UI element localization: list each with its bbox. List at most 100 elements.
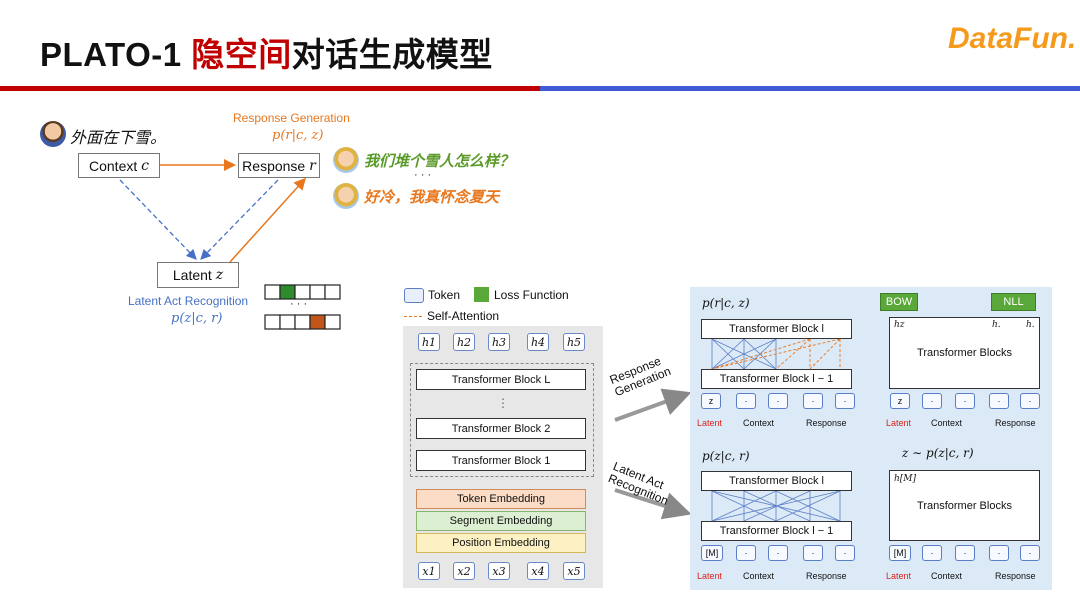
gen-panel-formula: p(r|c, z) — [702, 296, 750, 310]
position-embedding: Position Embedding — [416, 533, 586, 553]
rec2-response-label: Response — [995, 571, 1036, 581]
reply-2: 好冷，我真怀念夏天 — [364, 189, 500, 206]
onehot-ellipsis: · · · — [290, 298, 308, 310]
transformer-stack-outline — [410, 363, 594, 477]
loss-legend-icon — [474, 287, 489, 302]
nll-resp-token-1: · — [989, 393, 1009, 409]
token-embedding: Token Embedding — [416, 489, 586, 509]
latent-var: z — [215, 267, 224, 283]
context-var: c — [141, 157, 149, 174]
segment-embedding: Segment Embedding — [416, 511, 586, 531]
rec-formula: p(z|c, r) — [171, 311, 223, 326]
bow-loss: BOW — [880, 293, 918, 311]
rec-label: Latent Act Recognition — [128, 294, 249, 308]
rec-context-label: Context — [743, 571, 775, 581]
nll-z-token: z — [890, 393, 910, 409]
header-bar-blue — [540, 86, 1080, 91]
gen-latent-label: Latent — [697, 418, 723, 428]
transformer-block-1: Transformer Block 1 — [416, 450, 586, 471]
h4-token: h4 — [527, 333, 549, 351]
h5-token: h5 — [563, 333, 585, 351]
rec2-ctx-token-1: · — [922, 545, 942, 561]
rec-transformer-blocks: Transformer Blocks — [889, 470, 1040, 541]
rec-resp-token-1: · — [803, 545, 823, 561]
gen-ctx-token-1: · — [736, 393, 756, 409]
token-legend-icon — [404, 288, 424, 303]
legend-loss: Loss Function — [494, 288, 569, 302]
x1-token: x1 — [418, 562, 440, 580]
rec2-resp-token-1: · — [989, 545, 1009, 561]
rec2-context-label: Context — [931, 571, 963, 581]
rec-attention-lines — [711, 491, 841, 521]
context-label: Context — [89, 157, 138, 174]
x4-token: x4 — [527, 562, 549, 580]
latent-onehot-bottom — [264, 314, 341, 330]
transformer-block-L: Transformer Block L — [416, 369, 586, 390]
nll-latent-label: Latent — [886, 418, 912, 428]
gen-context-label: Context — [743, 418, 775, 428]
rec2-resp-token-2: · — [1020, 545, 1040, 561]
latent-onehot-top — [264, 284, 341, 300]
self-attention-legend-icon — [404, 316, 422, 317]
reply-1: 我们堆个雪人怎么样？ — [364, 153, 515, 170]
gen-z-token: z — [701, 393, 721, 409]
user-avatar-icon — [40, 121, 66, 147]
rec-panel-formula: p(z|c, r) — [702, 449, 750, 463]
rec-m-token: [M] — [701, 545, 723, 561]
h-dot-label-2: h. — [1026, 320, 1035, 330]
rec-response-label: Response — [806, 571, 847, 581]
hz-label: hz — [894, 320, 905, 330]
nll-loss: NLL — [991, 293, 1036, 311]
page-title: PLATO-1 隐空间对话生成模型 — [40, 28, 493, 76]
title-suffix: 对话生成模型 — [291, 36, 493, 73]
nll-resp-token-2: · — [1020, 393, 1040, 409]
title-highlight: 隐空间 — [191, 36, 292, 73]
rec2-ctx-token-2: · — [955, 545, 975, 561]
response-node: Response r — [238, 153, 320, 178]
x5-token: x5 — [563, 562, 585, 580]
gen-resp-token-1: · — [803, 393, 823, 409]
context-node: Context c — [78, 153, 160, 178]
rec-ctx-token-1: · — [736, 545, 756, 561]
stack-vdots: ⋮ — [497, 396, 509, 410]
response-label: Response — [242, 157, 306, 174]
gen-label: Response Generation — [233, 111, 350, 125]
transformer-block-2: Transformer Block 2 — [416, 418, 586, 439]
gen-formula: p(r|c, z) — [272, 128, 324, 143]
bot-avatar-icon-2 — [333, 183, 359, 209]
latent-node: Latent z — [157, 262, 239, 288]
latent-label: Latent — [172, 267, 212, 283]
nll-ctx-token-1: · — [922, 393, 942, 409]
rec-latent-label: Latent — [697, 571, 723, 581]
h2-token: h2 — [453, 333, 475, 351]
datafun-logo: DataFun. — [948, 22, 1077, 55]
h1-token: h1 — [418, 333, 440, 351]
utterance-text: 外面在下雪。 — [70, 130, 167, 147]
rec-block-l-1: Transformer Block l − 1 — [701, 521, 852, 541]
bot-avatar-icon — [333, 147, 359, 173]
nll-response-label: Response — [995, 418, 1036, 428]
title-prefix: PLATO-1 — [40, 36, 192, 73]
sample-formula: z ∼ p(z|c, r) — [902, 446, 974, 460]
hm-label: h[M] — [894, 474, 917, 484]
gen-attention-lines — [711, 339, 841, 369]
gen-block-l: Transformer Block l — [701, 319, 852, 339]
nll-context-label: Context — [931, 418, 963, 428]
h3-token: h3 — [488, 333, 510, 351]
legend-token: Token — [428, 288, 461, 302]
x2-token: x2 — [453, 562, 475, 580]
reply-ellipsis: · · · — [414, 169, 432, 181]
gen-response-label: Response — [806, 418, 847, 428]
x3-token: x3 — [488, 562, 510, 580]
rec-block-l: Transformer Block l — [701, 471, 852, 491]
legend-self-attention: Self-Attention — [427, 309, 500, 323]
nll-ctx-token-2: · — [955, 393, 975, 409]
response-var: r — [309, 157, 316, 174]
header-bar-red — [0, 86, 540, 91]
gen-block-l-1: Transformer Block l − 1 — [701, 369, 852, 389]
gen-resp-token-2: · — [835, 393, 855, 409]
h-dot-label-1: h. — [992, 320, 1001, 330]
gen-ctx-token-2: · — [768, 393, 788, 409]
rec2-m-token: [M] — [889, 545, 911, 561]
